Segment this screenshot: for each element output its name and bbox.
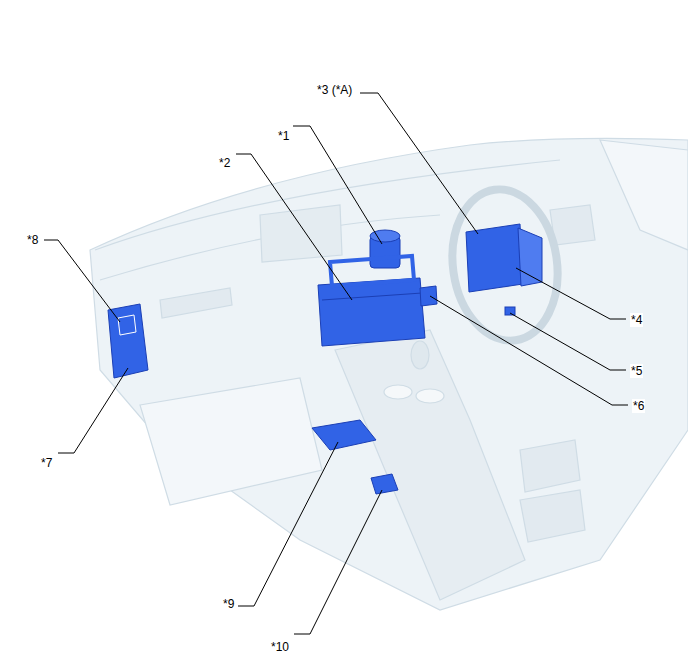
callout-number: *9 [222, 597, 235, 611]
leader-lines [44, 93, 628, 634]
callout-number: *7 [40, 456, 53, 470]
callout-number: *1 [277, 129, 290, 143]
callout-number: *10 [270, 640, 290, 654]
steering-wheel [443, 183, 567, 348]
callout-number: *8 [26, 233, 39, 247]
callout-number: *2 [218, 156, 231, 170]
callout-number: *4 [630, 313, 643, 327]
callout-number: *6 [632, 399, 645, 413]
callout-number: *3 (*A) [316, 83, 353, 97]
callout-number: *5 [630, 364, 643, 378]
vehicle-interior [90, 138, 688, 610]
ecu-components [108, 224, 542, 494]
